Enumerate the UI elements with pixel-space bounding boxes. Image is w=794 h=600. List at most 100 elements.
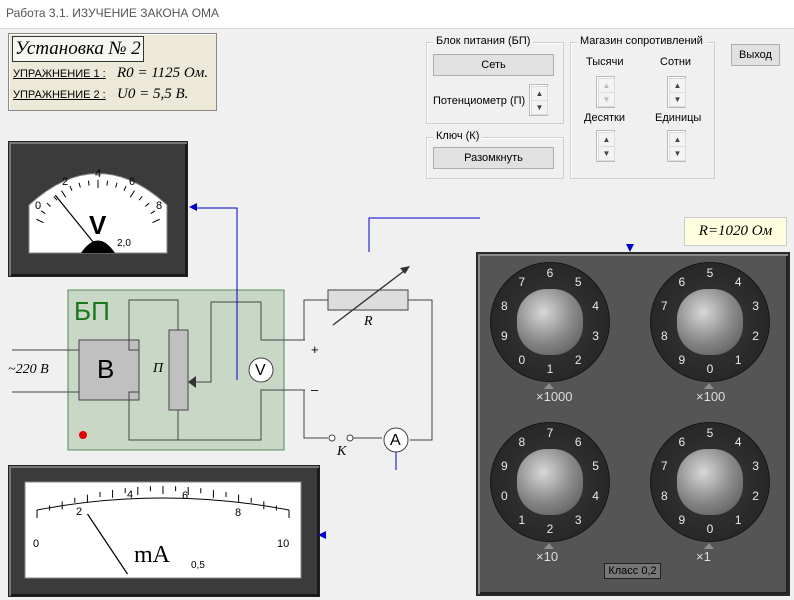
- circuit-diagram: [12, 207, 480, 470]
- rheostat: [327, 289, 409, 311]
- probe-arrow-icon: [189, 203, 197, 211]
- knob-pointer-icon: [704, 543, 714, 549]
- knob-digit: 6: [678, 275, 686, 290]
- pot-up-arrow-icon[interactable]: ▲: [531, 86, 548, 101]
- pot-label: Потенциометр (П): [433, 95, 526, 107]
- knob-multiplier: ×1000: [536, 389, 573, 404]
- knob-digit: 9: [501, 328, 508, 343]
- knob-digit: 4: [734, 435, 742, 450]
- hundreds-up-arrow-icon[interactable]: ▲: [669, 78, 686, 93]
- voltmeter-tick-0: 0: [35, 200, 42, 212]
- key-toggle-button[interactable]: Разомкнуть: [433, 147, 554, 169]
- knob-digit: 3: [592, 328, 599, 343]
- pot-circuit-label: П: [153, 361, 164, 376]
- key-circuit-label: К: [337, 444, 347, 459]
- knob-digit: 0: [706, 522, 714, 536]
- hundreds-down-arrow-icon[interactable]: ▼: [669, 92, 686, 107]
- units-up-arrow-icon[interactable]: ▲: [669, 132, 686, 147]
- voltmeter-tick-mark: [87, 180, 90, 186]
- knob-digit: 2: [752, 488, 759, 503]
- voltmeter-needle: [54, 194, 99, 249]
- thousands-down-arrow-icon[interactable]: ▼: [598, 92, 615, 107]
- key-group: Ключ (К): [426, 130, 564, 179]
- knob-digit: 5: [592, 459, 599, 474]
- knob-digit: 2: [546, 522, 554, 536]
- knob-cap[interactable]: [517, 449, 583, 515]
- ex2-value: U0 = 5,5 В.: [117, 86, 189, 102]
- circuit-wires: [12, 299, 433, 441]
- mains-button[interactable]: Сеть: [433, 54, 554, 76]
- knob-pointer-icon: [544, 383, 554, 389]
- voltmeter-tick-mark: [145, 202, 150, 207]
- probe-wires: [196, 207, 480, 470]
- voltmeter: 0 2 4 6 8 V 2,0: [8, 141, 188, 277]
- voltmeter-scale: [36, 180, 160, 224]
- rheostat-arrow: [332, 267, 409, 326]
- class-label: Класс 0,2: [604, 563, 661, 579]
- knob-digit: 4: [592, 299, 599, 314]
- knob-digit: 3: [574, 512, 582, 527]
- voltmeter-tick-6: 6: [129, 176, 136, 188]
- ex2-label: УПРАЖНЕНИЕ 2 :: [13, 89, 106, 101]
- knob-digit: 8: [661, 328, 668, 343]
- knob-multiplier: ×100: [696, 389, 726, 404]
- store-group-title: Магазин сопротивлений: [577, 35, 706, 47]
- voltmeter-tick-mark: [115, 182, 118, 188]
- units-down-arrow-icon[interactable]: ▼: [669, 146, 686, 161]
- knob-digit: 1: [734, 512, 742, 527]
- ammeter-tick-4: 4: [127, 489, 134, 501]
- voltmeter-tick-mark: [123, 185, 127, 191]
- power-group: Блок питания (БП): [426, 35, 564, 124]
- ammeter-tick-0: 0: [33, 538, 40, 550]
- voltmeter-tick-mark: [61, 190, 67, 198]
- power-group-title: Блок питания (БП): [433, 35, 534, 47]
- tens-spinner[interactable]: ▲▼: [596, 130, 615, 162]
- knob-digit: 7: [546, 426, 554, 440]
- knob-digit: 3: [752, 459, 759, 474]
- ammeter-unit: mA: [134, 542, 170, 568]
- knob-digit: 2: [574, 352, 582, 367]
- knob-digit: 9: [678, 352, 686, 367]
- rheostat-label: R: [364, 314, 373, 329]
- exit-button[interactable]: Выход: [731, 44, 780, 66]
- resistance-readout: R=1020 Ом: [684, 217, 787, 246]
- voltmeter-pivot: [81, 240, 115, 253]
- thousands-spinner[interactable]: ▲▼: [596, 76, 615, 108]
- knob-digit: 3: [752, 299, 759, 314]
- knob-cap[interactable]: [677, 289, 743, 355]
- knob-multiplier: ×10: [536, 549, 559, 564]
- knob-digit: 2: [752, 328, 759, 343]
- key-terminal-left: [328, 434, 336, 442]
- knob-digit: 5: [706, 266, 714, 280]
- knob-digit: 1: [734, 352, 742, 367]
- voltmeter-tick-mark: [69, 185, 73, 191]
- hundreds-label: Сотни: [660, 56, 692, 68]
- ammeter-tick-6: 6: [182, 490, 189, 502]
- hundreds-spinner[interactable]: ▲▼: [667, 76, 686, 108]
- knob-pointer-icon: [704, 383, 714, 389]
- knob-digit: 8: [661, 488, 668, 503]
- key-group-title: Ключ (К): [433, 130, 483, 142]
- ex1-label: УПРАЖНЕНИЕ 1 :: [13, 68, 106, 80]
- units-spinner[interactable]: ▲▼: [667, 130, 686, 162]
- tens-down-arrow-icon[interactable]: ▼: [598, 146, 615, 161]
- voltmeter-tick-mark: [40, 210, 46, 214]
- pot-down-arrow-icon[interactable]: ▼: [531, 100, 548, 115]
- knob-digit: 4: [734, 275, 742, 290]
- tens-label: Десятки: [584, 112, 626, 124]
- tens-up-arrow-icon[interactable]: ▲: [598, 132, 615, 147]
- pot-spinner[interactable]: ▲▼: [529, 84, 548, 116]
- voltmeter-tick-mark: [150, 210, 156, 214]
- knob-cap[interactable]: [677, 449, 743, 515]
- b-block-label: В: [97, 354, 115, 384]
- ammeter-arc: [36, 497, 290, 511]
- knob-cap[interactable]: [517, 289, 583, 355]
- pot-slider-arrow: [188, 376, 196, 388]
- ammeter-needle: [86, 513, 128, 575]
- thousands-up-arrow-icon[interactable]: ▲: [598, 78, 615, 93]
- probe-arrow-icon: [318, 531, 326, 539]
